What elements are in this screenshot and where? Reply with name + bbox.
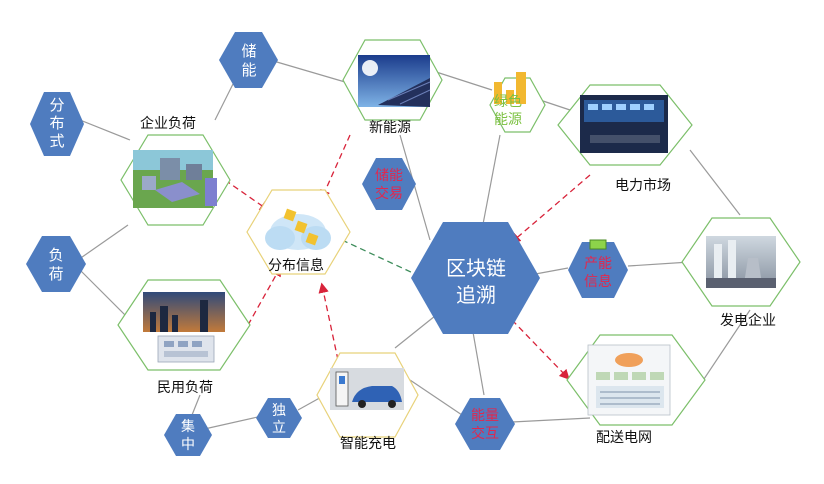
edge-distributed-enterprise [74, 117, 131, 141]
edge-capacity-plant [627, 261, 691, 267]
hex-green-outline [489, 77, 546, 133]
green-energy-line1: 绿色 [494, 93, 522, 110]
arrow-newenergy-to-info [320, 134, 351, 201]
load-char-1: 负 [48, 246, 63, 264]
label-enterprise-load: 企业负荷 [140, 115, 196, 132]
blue-hex-independent: 独 立 [256, 398, 302, 438]
label-distributed-info: 分布信息 [268, 257, 324, 274]
mid-hex-energy-interaction: 能量 交互 [455, 398, 515, 450]
storage-char-2: 能 [241, 61, 256, 79]
label-power-generation: 发电企业 [720, 312, 776, 329]
capacity-info-line1: 产能 [584, 256, 612, 272]
enterprise-load-image [133, 150, 217, 208]
storage-char-1: 储 [241, 42, 256, 60]
edge-central-independent [199, 415, 263, 431]
edge-load-enterprise [74, 224, 129, 263]
label-civil-load: 民用负荷 [157, 380, 213, 396]
storage-trade-line2: 交易 [375, 185, 403, 202]
hub-labels: 企业负荷 新能源 分布信息 电力市场 发电企业 民用负荷 智能充电 配送电网 [140, 115, 776, 452]
label-smart-charging: 智能充电 [340, 436, 396, 452]
edge-storage-newenergy [269, 59, 346, 83]
centralized-char-2: 中 [181, 437, 195, 453]
blue-hex-centralized: 集 中 [164, 414, 212, 456]
green-energy-icon [494, 72, 526, 104]
blue-hex-distributed: 分 布 式 [30, 92, 84, 156]
power-market-image [580, 95, 668, 153]
load-char-2: 荷 [48, 265, 63, 283]
edge-center-charging [394, 311, 441, 349]
independent-char-2: 立 [272, 420, 286, 436]
distribution-grid-image [587, 344, 671, 416]
edge-plant-grid [699, 309, 751, 386]
mid-hex-storage-trade: 储能 交易 [362, 158, 416, 210]
mid-hex-capacity-info: 产能 信息 [568, 239, 628, 298]
edge-green-market [539, 99, 571, 111]
arrow-enterprise-to-info [224, 179, 271, 212]
label-new-energy: 新能源 [369, 120, 411, 136]
edge-newenergy-center [399, 134, 431, 241]
edge-load-civil [74, 264, 129, 319]
distributed-char-3: 式 [49, 132, 64, 150]
centralized-char-1: 集 [181, 418, 195, 435]
edge-interaction-grid [511, 417, 591, 423]
green-energy-line2: 能源 [494, 112, 522, 128]
center-label-line1: 区块链 [446, 256, 506, 280]
label-distribution-network: 配送电网 [596, 430, 652, 446]
power-plant-image [706, 236, 776, 288]
edge-market-plant [689, 149, 741, 216]
center-hex: 区块链 追溯 [411, 222, 540, 334]
energy-interaction-line2: 交互 [471, 425, 499, 442]
label-power-market: 电力市场 [615, 177, 671, 194]
dashed-arrows [224, 134, 591, 380]
storage-trade-line1: 储能 [375, 168, 403, 184]
edge-newenergy-green [429, 69, 493, 91]
civil-load-image [143, 292, 225, 363]
center-hex-shape [411, 222, 540, 334]
arrow-charging-to-info [318, 282, 339, 361]
blue-hex-storage: 储 能 [219, 32, 278, 88]
energy-interaction-line1: 能量 [471, 408, 499, 424]
green-energy-text: 绿色 能源 [494, 93, 522, 128]
arrow-info-center-bidirectional [334, 236, 431, 282]
blue-hex-load: 负 荷 [26, 236, 86, 292]
center-label-line2: 追溯 [456, 283, 496, 307]
arrow-market-to-center [510, 174, 591, 244]
new-energy-image [358, 55, 431, 107]
smart-charging-image [330, 368, 404, 410]
arrow-center-to-grid [511, 319, 570, 380]
independent-char-1: 独 [272, 403, 286, 419]
capacity-info-line2: 信息 [584, 273, 612, 290]
edge-charging-interaction [409, 379, 463, 416]
distributed-char-2: 布 [49, 114, 64, 132]
distributed-info-image [265, 208, 331, 250]
arrow-civil-to-info [247, 265, 282, 326]
distributed-char-1: 分 [49, 96, 64, 114]
